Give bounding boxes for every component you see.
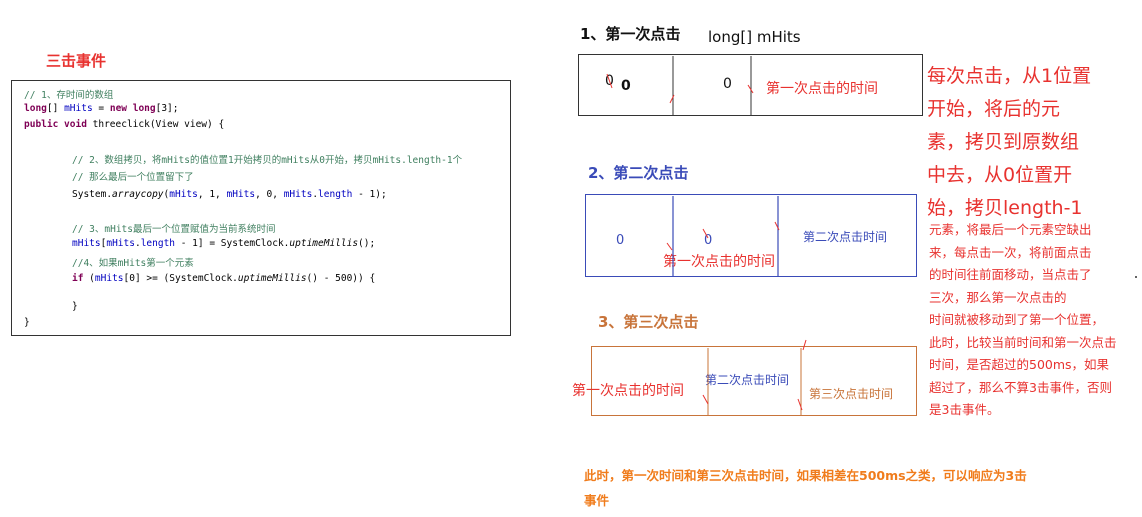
description-large-line: 素，拷贝到原数组 xyxy=(927,131,1080,153)
description-large-line: 每次点击，从1位置 xyxy=(927,65,1092,87)
step3-cell1-value: 第一次点击的时间 xyxy=(572,383,684,399)
code-close-if: } xyxy=(72,301,78,312)
description-large-line: 中去，从0位置开 xyxy=(927,164,1073,186)
step1-array-box xyxy=(578,54,923,116)
step3-cell2-value: 第二次点击时间 xyxy=(705,373,790,387)
footer-note-line-2: 事件 xyxy=(584,493,610,508)
description-large-line: 开始，将后的元 xyxy=(927,98,1061,120)
description-large: 每次点击，从1位置 开始，将后的元 素，拷贝到原数组 中去，从0位置开 始，拷贝… xyxy=(927,60,1091,225)
step3-title: 3、第三次点击 xyxy=(598,313,699,331)
step1-array-label: long[] mHits xyxy=(708,28,801,46)
description-small-line: 时间，是否超过的500ms，如果 xyxy=(929,357,1110,372)
footer-note-line-1: 此时，第一次时间和第三次点击时间，如果相差在500ms之类，可以响应为3击 xyxy=(584,468,1027,483)
code-comment-5: //4、如果mHits第一个元素 xyxy=(72,258,194,269)
step2-cell3-value: 第二次点击时间 xyxy=(803,230,888,244)
step2-cell2-value: 0 xyxy=(704,233,713,248)
description-small-line: 的时间往前面移动，当点击了 xyxy=(929,267,1092,282)
description-small: 元素，将最后一个元素空缺出 来，每点击一次，将前面点击 的时间往前面移动，当点击… xyxy=(929,219,1117,422)
description-small-line: 时间就被移动到了第一个位置， xyxy=(929,312,1105,327)
step2-array-box xyxy=(585,194,917,277)
stray-dot xyxy=(1135,276,1137,278)
code-comment-4: // 3、mHits最后一个位置赋值为当前系统时间 xyxy=(72,224,276,235)
description-small-line: 来，每点击一次，将前面点击 xyxy=(929,244,1092,260)
code-arraycopy: System.arraycopy(mHits, 1, mHits, 0, mHi… xyxy=(72,189,387,200)
code-comment-3: // 那么最后一个位置留下了 xyxy=(72,172,194,183)
step1-cell1-value-a: 0 xyxy=(605,73,614,89)
step3-array-box xyxy=(591,346,917,416)
description-small-line: 此时，比较当前时间和第一次点击 xyxy=(929,334,1117,350)
code-box: // 1、存时间的数组 long[] mHits = new long[3]; … xyxy=(11,80,511,336)
description-large-line: 始，拷贝length-1 xyxy=(927,197,1083,219)
step1-cell3-value: 第一次点击的时间 xyxy=(766,81,878,97)
code-if-statement: if (mHits[0] >= (SystemClock.uptimeMilli… xyxy=(72,273,376,284)
description-small-line: 元素，将最后一个元素空缺出 xyxy=(929,222,1092,237)
left-title: 三击事件 xyxy=(46,52,107,70)
step2-moved-label: 第一次点击的时间 xyxy=(663,254,775,270)
description-small-line: 三次，那么第一次点击的 xyxy=(929,289,1067,305)
step1-cell1-value-b: 0 xyxy=(621,78,631,94)
code-method-signature: public void threeclick(View view) { xyxy=(24,119,225,130)
code-assign-time: mHits[mHits.length - 1] = SystemClock.up… xyxy=(72,238,376,249)
code-close-method: } xyxy=(24,317,30,328)
code-comment-2: // 2、数组拷贝，将mHits的值位置1开始拷贝的mHits从0开始，拷贝mH… xyxy=(72,155,463,166)
step2-title: 2、第二次点击 xyxy=(588,164,689,182)
code-comment-1: // 1、存时间的数组 xyxy=(24,90,114,101)
step1-title: 1、第一次点击 xyxy=(580,25,681,43)
code-array-declaration: long[] mHits = new long[3]; xyxy=(24,103,179,114)
description-small-line: 超过了，那么不算3击事件，否则 xyxy=(929,379,1112,395)
step1-cell2-value: 0 xyxy=(723,76,732,92)
step3-cell3-value: 第三次点击时间 xyxy=(809,387,894,401)
step2-cell1-value: 0 xyxy=(616,233,625,248)
description-small-line: 是3击事件。 xyxy=(929,402,1000,417)
